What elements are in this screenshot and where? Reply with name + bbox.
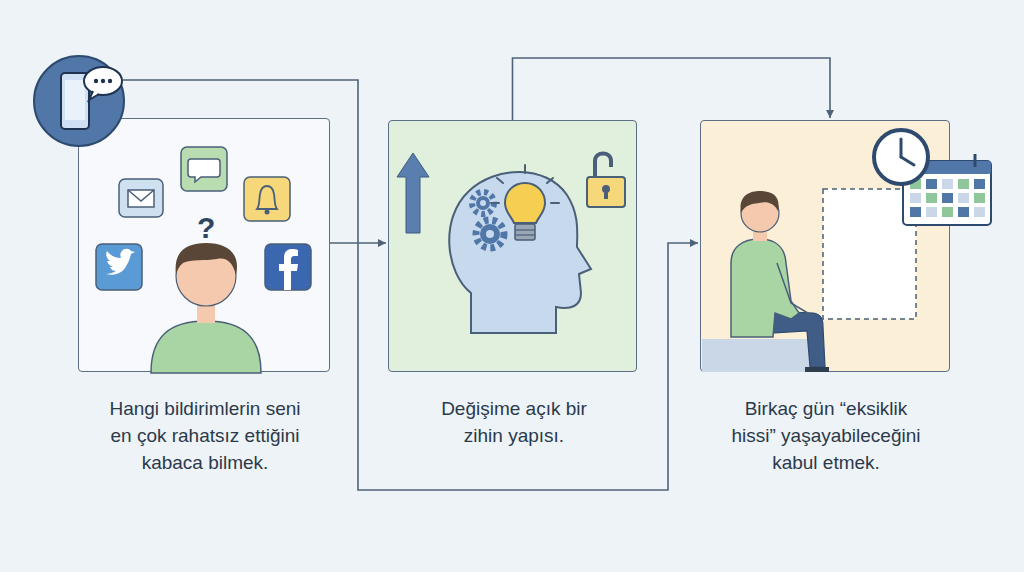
calendar-cell: [910, 193, 921, 203]
calendar-cell: [974, 193, 985, 203]
waiting-illustration: [701, 121, 711, 131]
panel-caption: Hangi bildirimlerin seni en çok rahatsız…: [98, 395, 312, 476]
calendar-cell: [926, 207, 937, 217]
panel-box: Değişime açık bir zihin yapısı.: [388, 120, 637, 372]
panel-caption: Birkaç gün “eksiklik hissi” yaşayabilece…: [731, 395, 921, 476]
calendar-cell: [942, 193, 953, 203]
calendar-cell: [974, 207, 985, 217]
calendar-cell: [942, 179, 953, 189]
calendar-cell: [942, 207, 953, 217]
panel-box: Hangi bildirimlerin seni en çok rahatsız…: [78, 118, 330, 372]
notification-illustration: [79, 119, 89, 129]
calendar-cell: [926, 193, 937, 203]
flow-connector: [513, 58, 831, 120]
panel-box: Birkaç gün “eksiklik hissi” yaşayabilece…: [700, 120, 950, 372]
mindset-illustration: [389, 121, 399, 131]
calendar-cell: [958, 207, 969, 217]
calendar-cell: [958, 193, 969, 203]
panel-caption: Değişime açık bir zihin yapısı.: [424, 395, 604, 449]
calendar-cell: [974, 179, 985, 189]
question-mark: ?: [197, 211, 215, 245]
calendar-cell: [910, 207, 921, 217]
calendar-cell: [958, 179, 969, 189]
calendar-cell: [926, 179, 937, 189]
